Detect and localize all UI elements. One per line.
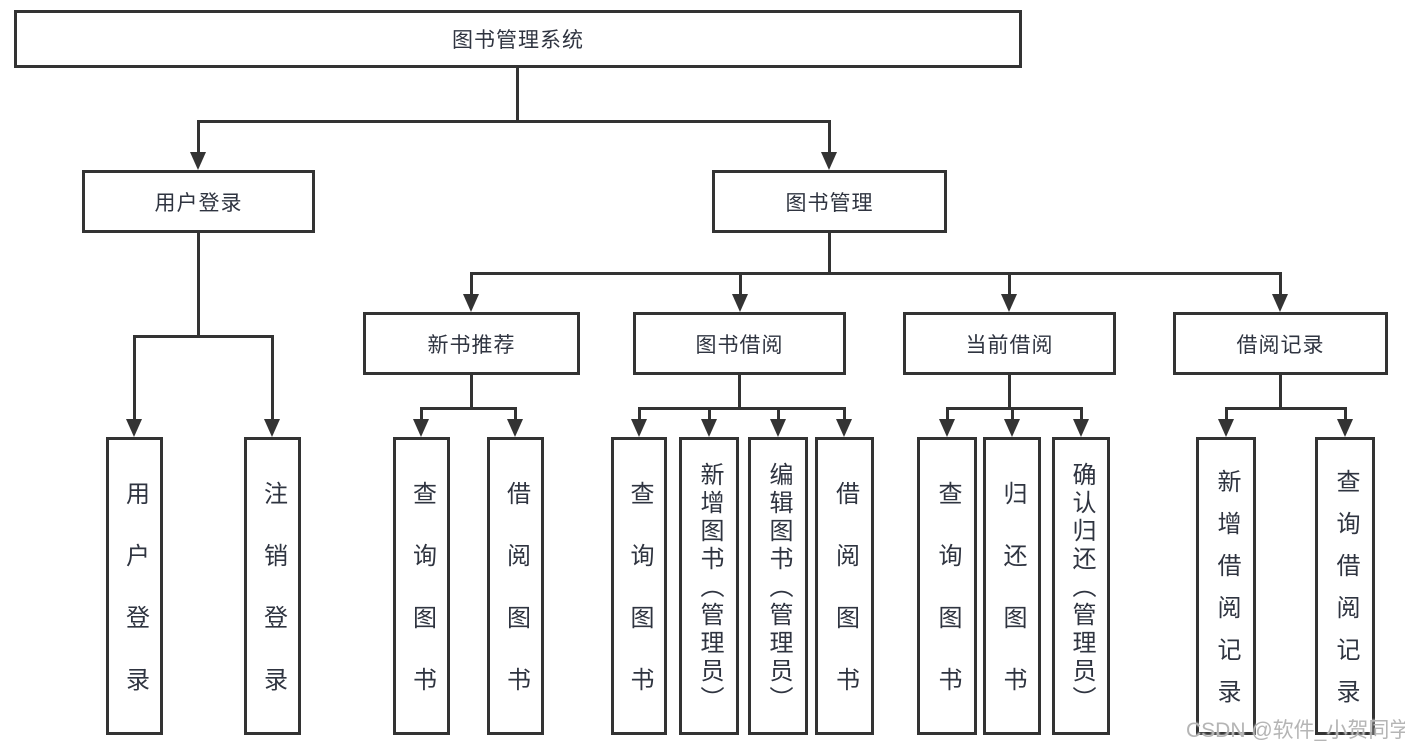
connector-arrow-line — [777, 407, 780, 421]
node-current-borrowing: 当前借阅 — [903, 312, 1116, 375]
leaf-edit-books-admin: 编辑图书（管理员） — [748, 437, 808, 735]
connector-arrow-line — [1279, 272, 1282, 296]
arrowhead-icon — [1337, 419, 1353, 437]
connector-arrow-line — [843, 407, 846, 421]
connector-arrow-line — [1080, 407, 1083, 421]
connector-bar — [946, 407, 1082, 410]
arrowhead-icon — [939, 419, 955, 437]
leaf-query-books-recommendation: 查询图书 — [393, 437, 450, 735]
connector-arrow-line — [420, 407, 423, 421]
leaf-logout: 注销登录 — [244, 437, 301, 735]
connector-stem — [828, 233, 831, 275]
connector-arrow-line — [946, 407, 949, 421]
connector-arrow-line — [1008, 272, 1011, 296]
connector-arrow-line — [514, 407, 517, 421]
leaf-query-books-borrowing: 查询图书 — [611, 437, 667, 735]
arrowhead-icon — [836, 419, 852, 437]
node-library-management-system: 图书管理系统 — [14, 10, 1022, 68]
connector-bar — [133, 335, 274, 338]
connector-arrow-line — [470, 272, 473, 296]
connector-bar — [1225, 407, 1346, 410]
csdn-watermark: CSDN @软件_小贺同学 — [1186, 719, 1405, 742]
arrowhead-icon — [126, 419, 142, 437]
arrowhead-icon — [413, 419, 429, 437]
arrowhead-icon — [264, 419, 280, 437]
leaf-confirm-return-admin: 确认归还（管理员） — [1052, 437, 1110, 735]
connector-bar — [638, 407, 846, 410]
connector-arrow-line — [1344, 407, 1347, 421]
connector-stem — [738, 375, 741, 410]
leaf-add-books-admin: 新增图书（管理员） — [679, 437, 739, 735]
connector-stem — [470, 375, 473, 410]
arrowhead-icon — [190, 152, 206, 170]
leaf-user-login: 用户登录 — [106, 437, 163, 735]
node-book-borrowing: 图书借阅 — [633, 312, 846, 375]
leaf-borrow-books-recommendation: 借阅图书 — [487, 437, 544, 735]
node-borrowing-records: 借阅记录 — [1173, 312, 1388, 375]
connector-arrow-line — [739, 272, 742, 296]
connector-stem — [1279, 375, 1282, 410]
leaf-query-borrow-record: 查询借阅记录 — [1315, 437, 1375, 735]
node-user-login: 用户登录 — [82, 170, 315, 233]
arrowhead-icon — [507, 419, 523, 437]
connector-bar — [470, 272, 1281, 275]
leaf-return-books: 归还图书 — [983, 437, 1041, 735]
connector-arrow-line — [1225, 407, 1228, 421]
arrowhead-icon — [631, 419, 647, 437]
arrowhead-icon — [1004, 419, 1020, 437]
leaf-borrow-books-borrowing: 借阅图书 — [815, 437, 874, 735]
arrowhead-icon — [1272, 294, 1288, 312]
arrowhead-icon — [701, 419, 717, 437]
arrowhead-icon — [821, 152, 837, 170]
arrowhead-icon — [732, 294, 748, 312]
connector-stem — [516, 68, 519, 122]
connector-arrow-line — [197, 120, 200, 154]
arrowhead-icon — [1073, 419, 1089, 437]
connector-stem — [1008, 375, 1011, 410]
arrowhead-icon — [770, 419, 786, 437]
arrowhead-icon — [1001, 294, 1017, 312]
connector-arrow-line — [708, 407, 711, 421]
connector-stem — [197, 233, 200, 338]
arrowhead-icon — [463, 294, 479, 312]
leaf-add-borrow-record: 新增借阅记录 — [1196, 437, 1256, 735]
connector-arrow-line — [828, 120, 831, 154]
connector-arrow-line — [133, 335, 136, 421]
connector-arrow-line — [1011, 407, 1014, 421]
leaf-query-books-current: 查询图书 — [917, 437, 977, 735]
connector-arrow-line — [271, 335, 274, 421]
arrowhead-icon — [1218, 419, 1234, 437]
node-new-book-recommendation: 新书推荐 — [363, 312, 580, 375]
connector-bar — [197, 120, 831, 123]
connector-arrow-line — [638, 407, 641, 421]
node-book-management: 图书管理 — [712, 170, 947, 233]
connector-bar — [420, 407, 517, 410]
